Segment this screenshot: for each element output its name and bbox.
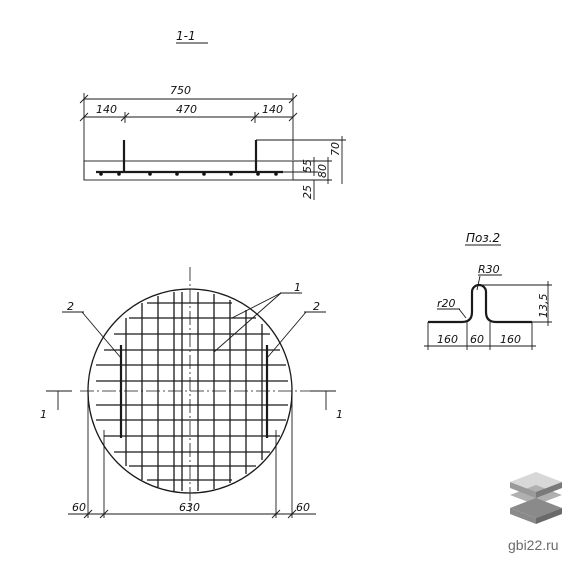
rebar-dot xyxy=(99,172,103,176)
tick-4 xyxy=(120,112,130,122)
dim-h25: 25 xyxy=(301,185,314,199)
tick-1 xyxy=(79,94,89,104)
plan-dim-right: 60 xyxy=(296,501,310,514)
tick-p3 xyxy=(271,509,281,519)
detail-dim-right: 160 xyxy=(500,333,521,346)
rebar-dot xyxy=(256,172,260,176)
watermark-logo-icon xyxy=(510,472,562,524)
dim-h55: 55 xyxy=(301,159,314,173)
watermark-text: gbi22.ru xyxy=(508,537,559,553)
cut-left-label: 1 xyxy=(40,408,47,421)
callout-2-left-leader xyxy=(81,311,122,359)
dim-total: 750 xyxy=(170,84,191,97)
rebar-dot xyxy=(148,172,152,176)
slab-outline xyxy=(83,160,294,181)
radius-top-leader xyxy=(476,275,481,291)
detail-dim-middle: 60 xyxy=(470,333,484,346)
cut-right-label: 1 xyxy=(336,408,343,421)
callout-1-leader-a xyxy=(231,292,282,319)
mesh-horizontal-bars xyxy=(96,302,288,481)
bent-bar-shape xyxy=(428,283,532,324)
callout-2-left-label: 2 xyxy=(67,300,74,313)
dim-right: 140 xyxy=(262,103,283,116)
callout-1-leader-b xyxy=(213,292,282,353)
radius-top-label: R30 xyxy=(478,263,500,276)
tick-p1 xyxy=(83,509,93,519)
dim-middle: 470 xyxy=(176,103,197,116)
tick-p2 xyxy=(99,509,109,519)
detail-dim-left: 160 xyxy=(437,333,458,346)
rebar-dot xyxy=(202,172,206,176)
rebar-dot xyxy=(117,172,121,176)
plan-dim-left: 60 xyxy=(72,501,86,514)
mesh-vertical-bars xyxy=(125,292,263,491)
tick-2 xyxy=(288,94,298,104)
tick-3 xyxy=(79,112,89,122)
rebar-dot xyxy=(175,172,179,176)
tick-p4 xyxy=(287,509,297,519)
dim-h80: 80 xyxy=(316,164,329,178)
detail-height: 13,5 xyxy=(537,294,550,319)
plan-dim-middle: 630 xyxy=(179,501,200,514)
rebar-dot xyxy=(229,172,233,176)
rebar-dot xyxy=(274,172,278,176)
callout-2-right-leader xyxy=(266,311,307,359)
radius-bottom-label: r20 xyxy=(437,297,456,310)
section-title: 1-1 xyxy=(176,29,196,43)
callout-1-label: 1 xyxy=(294,281,301,294)
detail-title: Поз.2 xyxy=(466,231,500,245)
dim-left: 140 xyxy=(96,103,117,116)
tick-6 xyxy=(288,112,298,122)
tick-5 xyxy=(250,112,260,122)
radius-bottom-leader xyxy=(458,308,467,319)
callout-2-right-label: 2 xyxy=(313,300,320,313)
dim-h70: 70 xyxy=(329,142,342,156)
